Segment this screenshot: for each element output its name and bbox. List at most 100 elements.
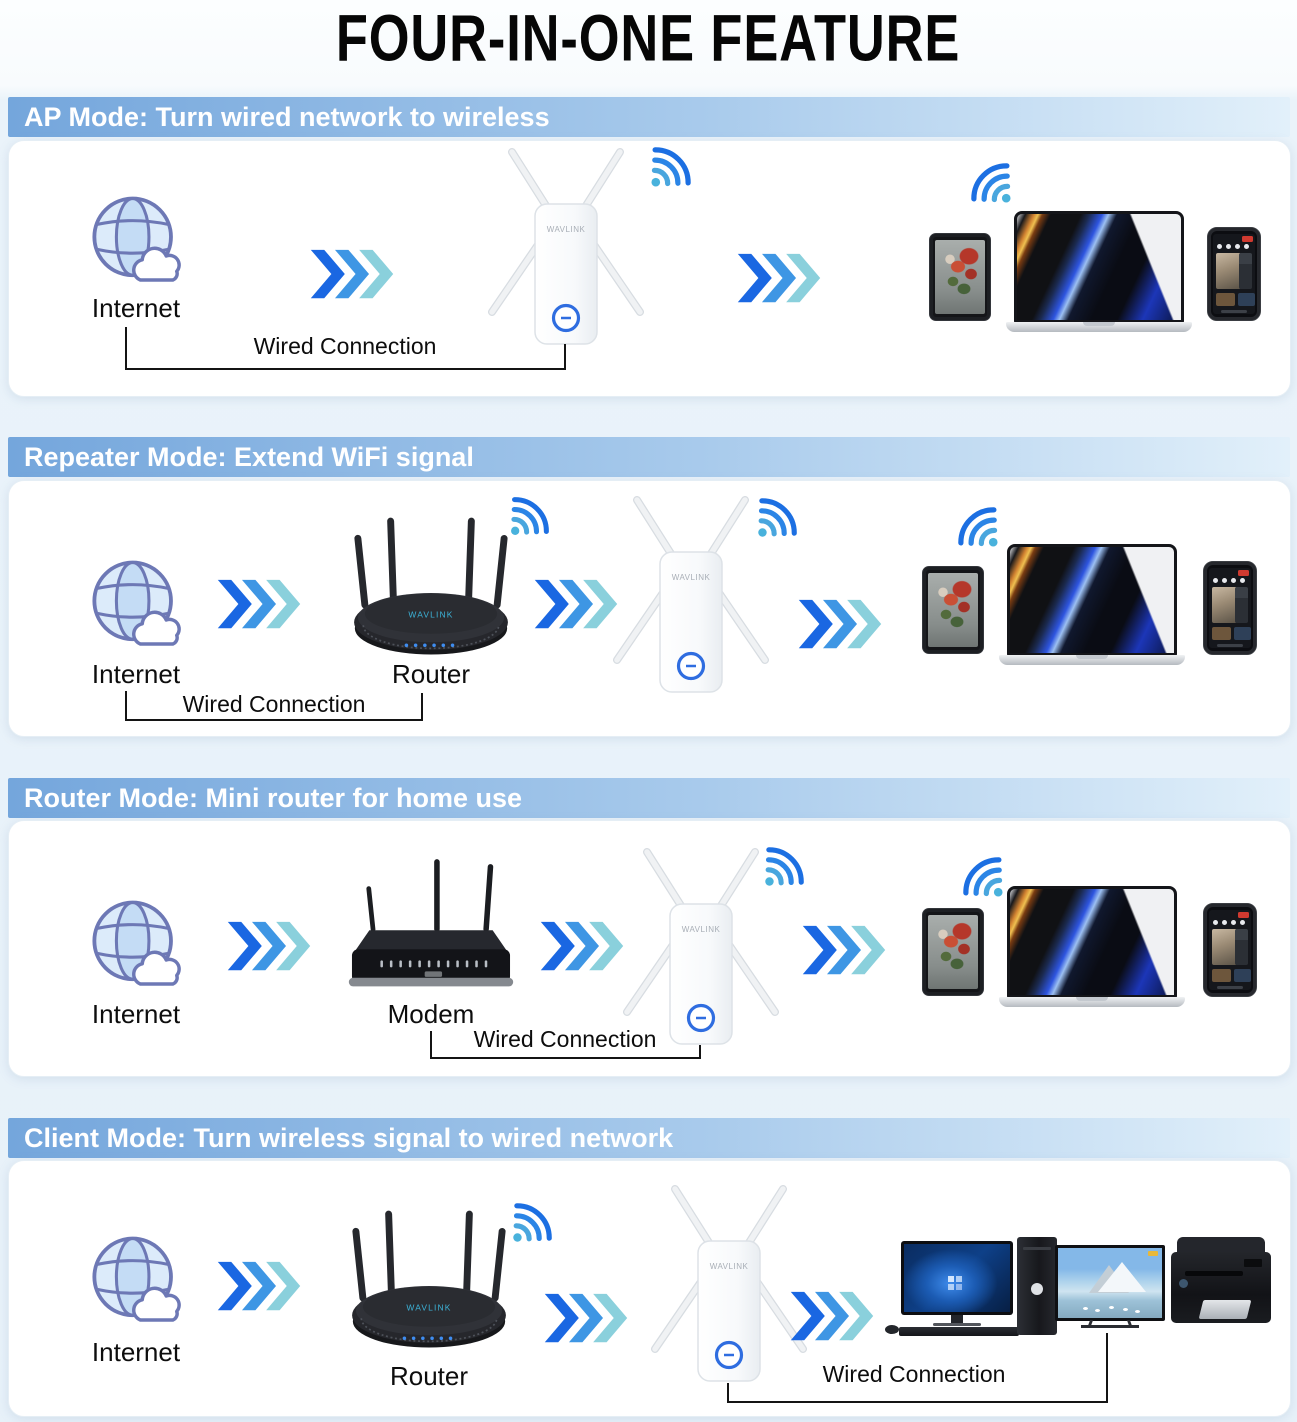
wifi-signal-icon — [758, 498, 797, 537]
router-device: WAVLINK — [354, 517, 508, 655]
section-header-ap-mode: AP Mode: Turn wired network to wireless — [8, 97, 1290, 137]
wifi-signal-icon — [513, 1203, 552, 1242]
tv-screen-swans — [1082, 1307, 1088, 1310]
wifi-signal-icon — [963, 857, 1003, 897]
wired-connection-line — [430, 1057, 701, 1059]
smartphone-screen-bar — [1217, 986, 1243, 989]
tablet-device — [922, 908, 984, 996]
wired-connection-line — [125, 691, 127, 721]
flow-arrow-icon — [227, 921, 311, 971]
printer-power-button — [1179, 1279, 1188, 1288]
router-brand-text: WAVLINK — [408, 610, 453, 620]
laptop-device — [999, 886, 1185, 1007]
modem-device — [348, 859, 514, 987]
flow-arrow-icon — [540, 921, 624, 971]
smartphone-device — [1207, 227, 1261, 321]
internet-label: Internet — [91, 659, 181, 689]
smartphone-screen-photo — [1212, 587, 1237, 623]
tablet-device — [929, 233, 991, 321]
printer-control-panel — [1244, 1259, 1262, 1267]
smartphone-screen — [1213, 234, 1255, 314]
flow-arrow-icon — [217, 1261, 301, 1311]
printer-device — [1171, 1237, 1271, 1329]
smartphone-screen-badge — [1238, 912, 1249, 918]
smartphone-screen-list — [1239, 253, 1252, 289]
smartphone-screen-list — [1235, 929, 1248, 965]
flow-arrow-icon — [534, 579, 618, 629]
smartphone-screen-thumb — [1212, 627, 1231, 640]
wired-connection-line — [421, 693, 423, 721]
tablet-screen — [928, 915, 978, 989]
laptop-device — [999, 544, 1185, 665]
pc-monitor-base — [933, 1323, 981, 1326]
modem-label: Modem — [387, 999, 475, 1029]
wired-connection-label: Wired Connection — [473, 1026, 657, 1052]
smartphone-screen-thumb — [1212, 969, 1231, 982]
smartphone-screen-bar — [1221, 310, 1247, 313]
wifi-signal-icon — [958, 507, 998, 547]
pc-mouse — [885, 1325, 899, 1334]
wired-connection-line — [125, 327, 127, 370]
tv-device — [1055, 1245, 1165, 1328]
printer-output-tray — [1198, 1300, 1252, 1319]
section-title: Router Mode: Mini router for home use — [24, 783, 523, 813]
tv-screen-mountain — [1097, 1262, 1146, 1292]
windows-logo-icon — [947, 1276, 954, 1283]
tv-frame — [1055, 1245, 1165, 1321]
wifi-signal-icon — [765, 847, 804, 886]
laptop-base — [999, 997, 1185, 1007]
section-title: AP Mode: Turn wired network to wireless — [24, 102, 550, 132]
wired-connection-line — [699, 1045, 701, 1059]
wifi-signal-icon — [511, 497, 549, 535]
wired-connection-line — [1106, 1333, 1108, 1403]
pc-tower-drive-slot — [1023, 1247, 1051, 1250]
printer-paper-slot — [1185, 1271, 1243, 1276]
section-header-router-mode: Router Mode: Mini router for home use — [8, 778, 1290, 818]
wifi-extender-device: WAVLINK — [613, 496, 769, 693]
internet-label: Internet — [91, 999, 181, 1029]
wired-connection-line — [125, 368, 566, 370]
wired-connection-label: Wired Connection — [822, 1361, 1006, 1387]
wifi-extender-device: WAVLINK — [651, 1185, 807, 1382]
wired-connection-line — [564, 344, 566, 370]
wifi-signal-icon — [651, 147, 691, 187]
wired-connection-line — [727, 1383, 729, 1403]
laptop-screen — [1007, 544, 1177, 656]
router-label: Router — [389, 1361, 469, 1391]
smartphone-screen-thumb — [1238, 293, 1255, 306]
smartphone-screen — [1209, 910, 1251, 990]
wired-connection-label: Wired Connection — [253, 333, 437, 359]
pc-monitor-screen — [904, 1244, 1010, 1312]
tablet-device — [922, 566, 984, 654]
flow-arrow-icon — [310, 249, 394, 299]
client-mode-panel: Internet WAVLINK Router — [8, 1160, 1291, 1417]
router-mode-panel: Internet Modem WAVLINK — [8, 820, 1291, 1077]
flow-arrow-icon — [798, 599, 882, 649]
tv-stand — [1081, 1325, 1139, 1328]
wifi-signal-icon — [971, 163, 1011, 203]
extender-brand-text: WAVLINK — [710, 1262, 749, 1271]
smartphone-screen-list — [1235, 587, 1248, 623]
smartphone-screen-icons — [1213, 920, 1218, 925]
laptop-screen — [1007, 886, 1177, 998]
flow-arrow-icon — [790, 1291, 874, 1341]
pc-tower — [1017, 1237, 1057, 1335]
extender-brand-text: WAVLINK — [682, 925, 721, 934]
section-title: Repeater Mode: Extend WiFi signal — [24, 442, 474, 472]
wired-connection-line — [125, 719, 423, 721]
laptop-device — [1006, 211, 1192, 332]
wired-connection-label: Wired Connection — [182, 691, 366, 717]
wifi-extender-device: WAVLINK — [488, 148, 644, 345]
smartphone-device — [1203, 561, 1257, 655]
laptop-base — [999, 655, 1185, 665]
smartphone-device — [1203, 903, 1257, 997]
internet-globe-icon — [92, 900, 181, 986]
smartphone-screen-icons — [1217, 244, 1222, 249]
tablet-screen — [928, 573, 978, 647]
smartphone-screen-thumb — [1216, 293, 1235, 306]
tv-screen-logo — [1148, 1251, 1158, 1256]
section-title: Client Mode: Turn wireless signal to wir… — [24, 1123, 674, 1153]
pc-keyboard — [899, 1327, 1019, 1336]
flow-arrow-icon — [217, 579, 301, 629]
tv-screen — [1058, 1248, 1162, 1318]
